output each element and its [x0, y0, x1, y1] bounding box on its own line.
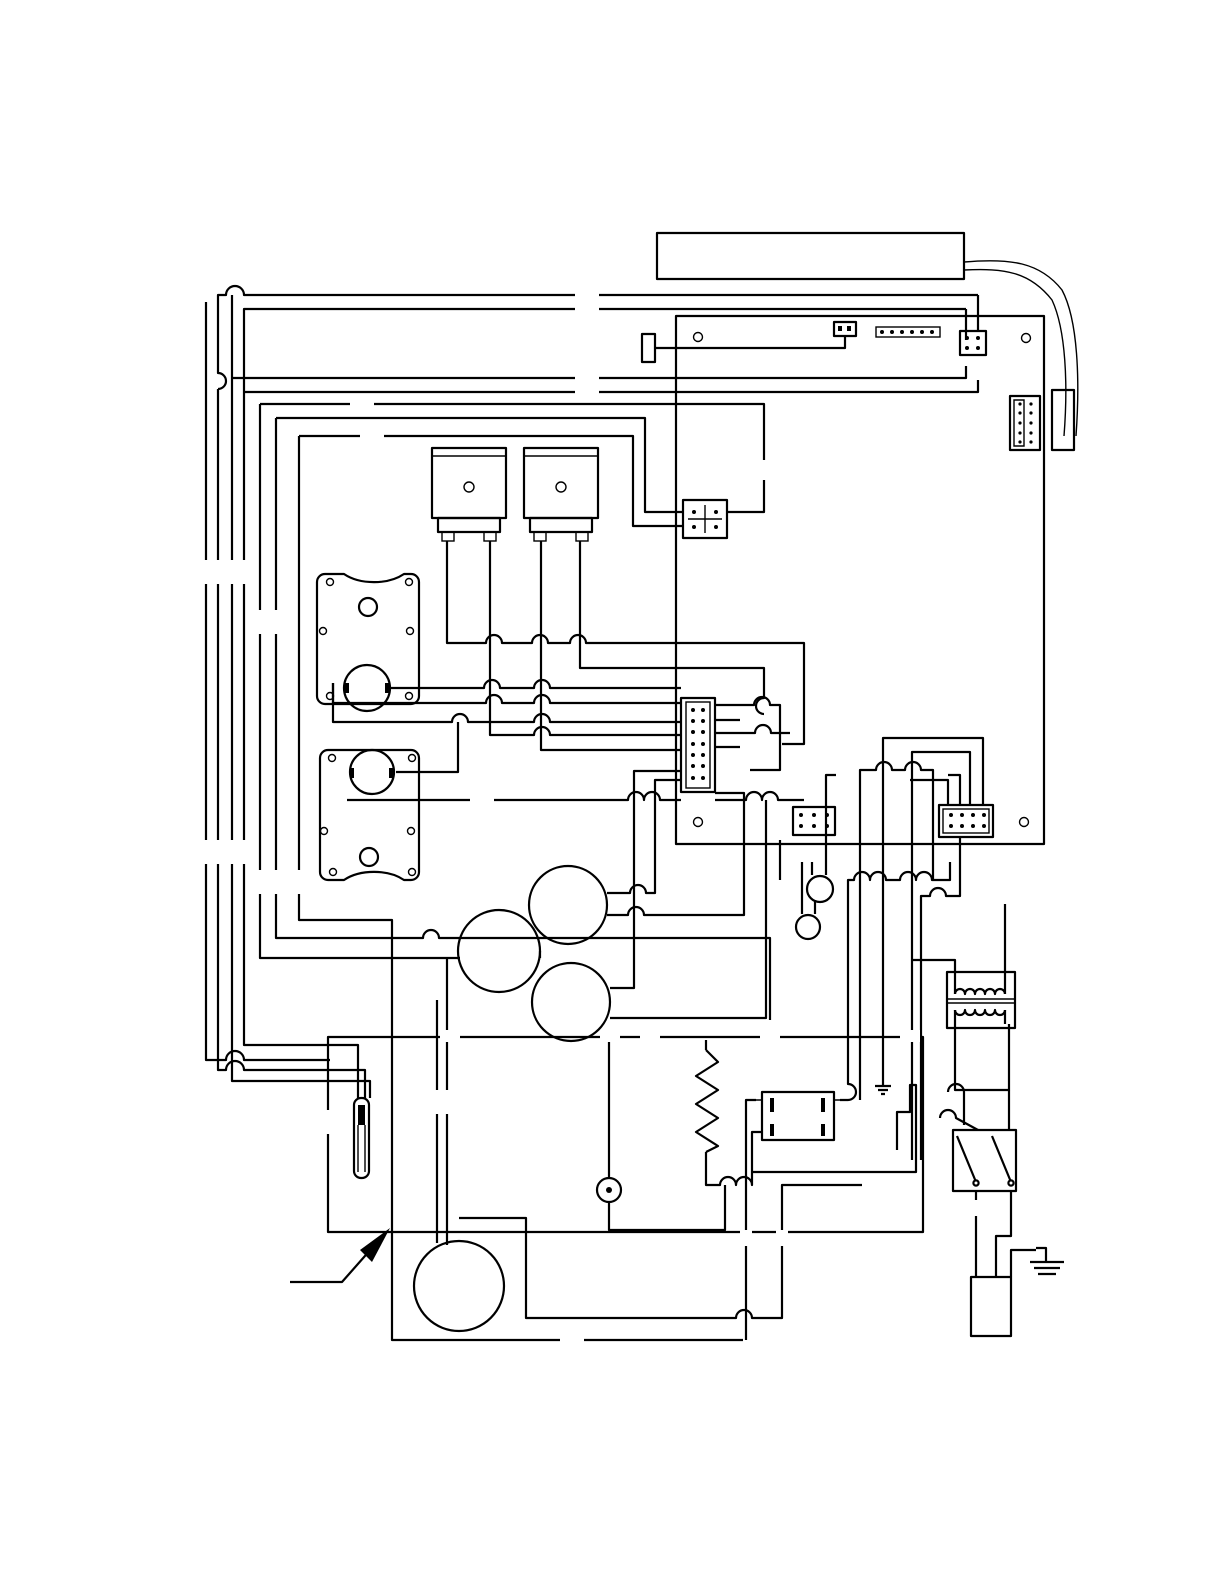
- ground-symbol-chassis: [1030, 1248, 1064, 1274]
- capacitor-right-top: [529, 866, 607, 944]
- contactor: [756, 1092, 840, 1140]
- power-switch: [953, 1130, 1016, 1191]
- ground-symbol-board: [875, 1072, 891, 1094]
- indicator-lamp-lower: [796, 915, 820, 939]
- capacitor-right-bottom: [532, 963, 610, 1041]
- compressor: [414, 1241, 504, 1331]
- motor-bottom: [320, 750, 419, 880]
- indicator-lamp-upper: [807, 876, 833, 902]
- relay-left: [432, 448, 506, 541]
- relay-right: [524, 448, 598, 541]
- lamp: [597, 1178, 621, 1202]
- power-plug: [971, 1277, 1011, 1336]
- callout-arrow: [290, 1228, 390, 1282]
- control-board: [676, 316, 1044, 844]
- capacitor-center: [458, 910, 540, 992]
- transformer: [947, 972, 1015, 1028]
- heater-element: [696, 1050, 718, 1152]
- temperature-probe: [354, 1098, 369, 1178]
- wiring-harness: [206, 286, 1036, 1340]
- wire-break-marks: [200, 290, 1014, 1346]
- jumper-block: [642, 334, 845, 362]
